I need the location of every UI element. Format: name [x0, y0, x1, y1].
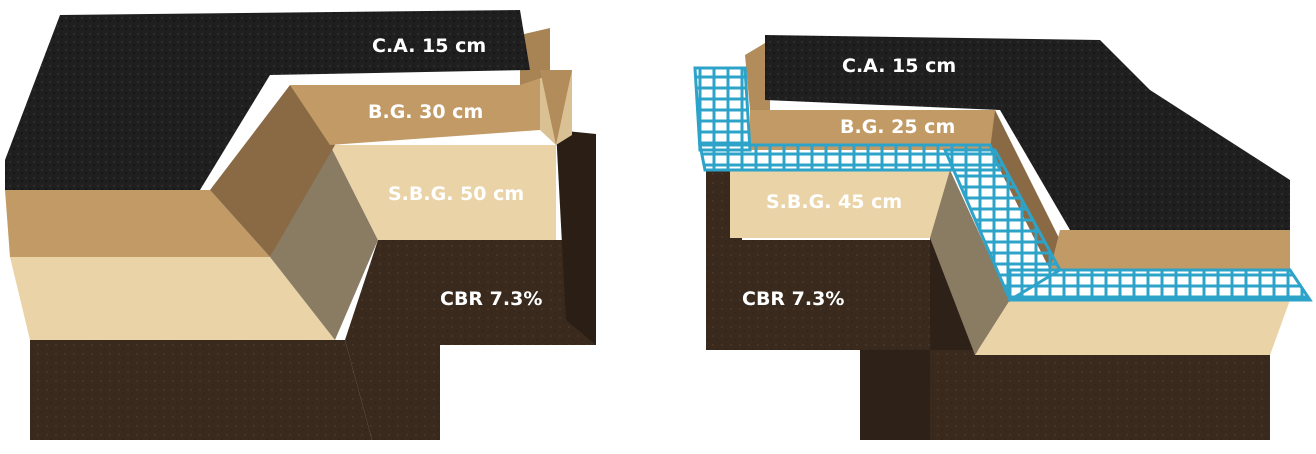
left-asphalt-layer [5, 10, 530, 190]
right-sbg-label: S.B.G. 45 cm [766, 191, 902, 213]
left-cbr-label: CBR 7.3% [440, 288, 542, 310]
left-bg-label: B.G. 30 cm [368, 101, 483, 123]
left-soil-right-block [345, 134, 596, 440]
left-subbase-layer [10, 257, 335, 340]
right-asphalt-layer [765, 35, 1290, 230]
left-sbg-label: S.B.G. 50 cm [388, 183, 524, 205]
left-pavement-section: C.A. 15 cm B.G. 30 cm S.B.G. 50 cm CBR 7… [5, 10, 596, 440]
right-soil-layer [706, 170, 930, 350]
left-base-layer [5, 190, 270, 257]
right-pavement-section: C.A. 15 cm B.G. 25 cm S.B.G. 45 cm CBR 7… [693, 35, 1313, 440]
right-cbr-label: CBR 7.3% [742, 288, 844, 310]
left-ca-label: C.A. 15 cm [372, 35, 486, 57]
right-ca-label: C.A. 15 cm [842, 55, 956, 77]
right-subbase-layer [730, 170, 950, 238]
left-soil-layer [30, 340, 372, 440]
geogrid [693, 66, 1313, 303]
right-bg-label: B.G. 25 cm [840, 116, 955, 138]
right-base-layer [750, 110, 1010, 150]
